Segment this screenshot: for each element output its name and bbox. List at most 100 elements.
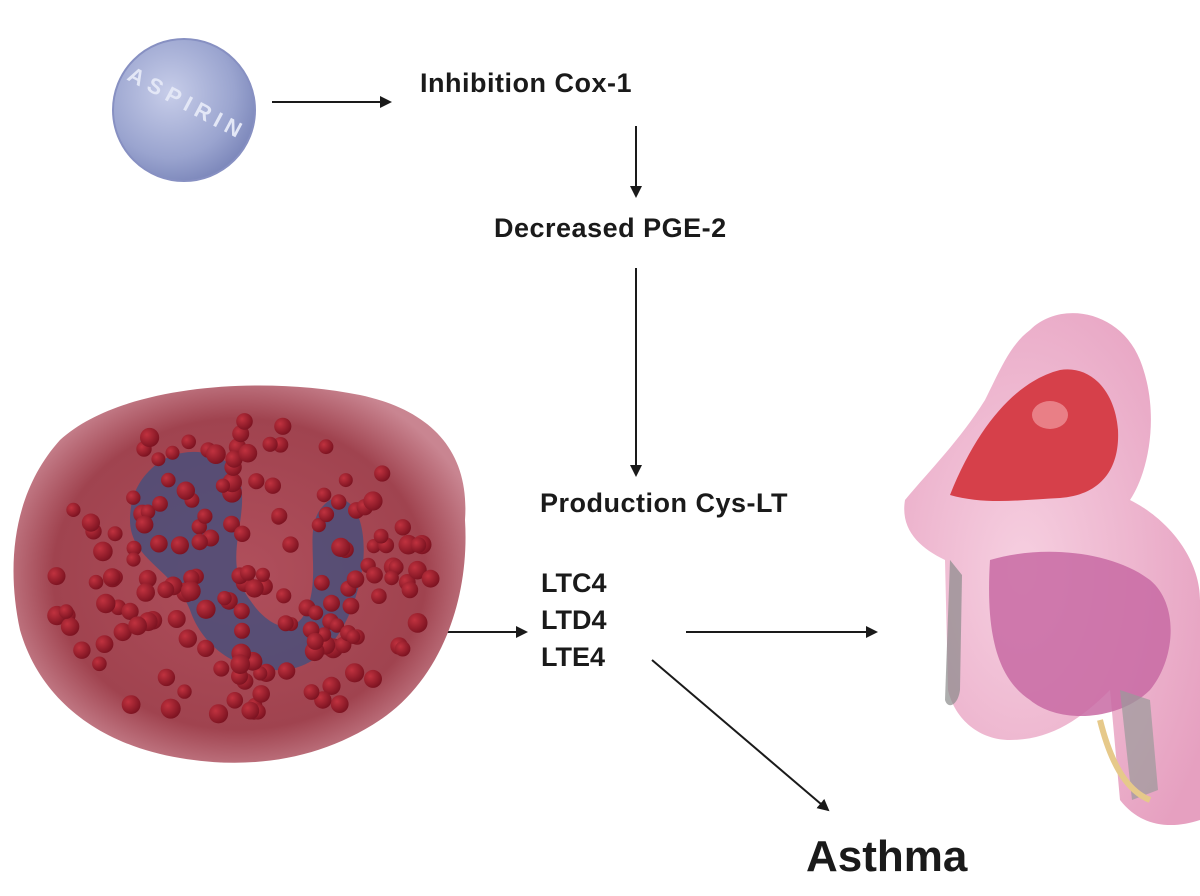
granule: [92, 656, 107, 672]
granule: [170, 536, 189, 555]
granule: [255, 567, 270, 582]
cell-illustration: [13, 385, 466, 763]
granule: [151, 452, 166, 467]
granule: [236, 413, 253, 430]
granule: [253, 666, 268, 681]
granule: [331, 537, 351, 558]
granule: [322, 676, 341, 696]
granule: [180, 581, 201, 601]
granule: [407, 613, 428, 633]
granule: [276, 588, 292, 604]
granule: [373, 528, 389, 544]
granule: [408, 560, 427, 580]
granule: [252, 685, 270, 703]
granule: [103, 568, 121, 586]
granule: [271, 507, 288, 524]
granule: [364, 669, 382, 688]
granule: [215, 478, 230, 493]
granule: [245, 653, 263, 671]
airway-illustration: [904, 313, 1200, 826]
granule: [330, 695, 349, 713]
granule: [395, 641, 411, 657]
granule: [47, 567, 66, 586]
granule: [93, 541, 113, 562]
granule: [140, 504, 156, 520]
granule: [345, 663, 365, 683]
granule: [230, 654, 250, 674]
granule: [262, 436, 278, 452]
outcome-asthma: Asthma: [806, 832, 968, 881]
granule: [66, 502, 81, 517]
granule: [363, 491, 383, 511]
granule: [157, 581, 175, 599]
granule: [107, 526, 123, 542]
granule: [410, 537, 427, 553]
granule: [245, 579, 264, 598]
granule: [274, 417, 292, 435]
granule: [342, 597, 360, 615]
granule: [401, 581, 419, 599]
arrow-leukotrienes-to-asthma: [651, 659, 830, 812]
granule: [226, 692, 244, 709]
granule: [329, 618, 345, 633]
step-production-cys-lt: Production Cys-LT: [540, 488, 788, 518]
granule: [136, 583, 155, 602]
granule: [88, 574, 104, 590]
granule: [421, 569, 440, 588]
granule: [196, 599, 216, 619]
leukotriene-lte4: LTE4: [541, 642, 606, 672]
granule: [191, 533, 208, 551]
granule: [238, 443, 258, 463]
granule: [208, 704, 229, 724]
granule: [121, 695, 141, 714]
leukotriene-ltd4: LTD4: [541, 605, 607, 635]
leukotriene-ltc4: LTC4: [541, 568, 607, 598]
granule: [264, 477, 281, 494]
granule: [206, 444, 226, 464]
granule: [311, 518, 326, 533]
granule: [366, 539, 381, 554]
granule: [128, 616, 148, 636]
granule: [241, 701, 260, 720]
granule: [313, 574, 330, 591]
granule: [316, 487, 332, 503]
granule: [223, 515, 240, 533]
nasal-cavity: [950, 369, 1119, 502]
granule: [277, 615, 294, 632]
granule: [374, 465, 391, 482]
cell-granules: [47, 413, 440, 724]
granule: [234, 622, 250, 639]
granule: [95, 635, 114, 653]
granule: [113, 622, 132, 642]
granule: [240, 565, 256, 581]
granule: [126, 540, 142, 556]
granule: [176, 481, 195, 500]
granule: [152, 496, 168, 512]
granule: [181, 434, 196, 450]
granule: [331, 494, 347, 510]
leukotriene-list: LTC4 LTD4 LTE4: [541, 565, 607, 676]
granule: [135, 515, 154, 534]
granule: [217, 591, 232, 606]
granule: [323, 594, 340, 612]
granule: [318, 439, 334, 455]
granule: [233, 603, 250, 620]
granule: [150, 534, 168, 553]
granule: [303, 684, 320, 700]
step-decreased-pge2: Decreased PGE-2: [494, 213, 727, 243]
granule: [384, 570, 399, 586]
aspirin-pill-icon: ASPIRIN: [112, 38, 256, 182]
granule: [346, 570, 365, 588]
granule: [58, 604, 74, 619]
granule: [157, 668, 176, 687]
granule: [248, 473, 265, 490]
granule: [178, 629, 197, 648]
arrows: [272, 96, 878, 812]
granule: [197, 508, 213, 524]
granule: [177, 684, 192, 699]
granule: [225, 450, 243, 468]
granule: [126, 490, 141, 505]
granule: [308, 605, 324, 621]
